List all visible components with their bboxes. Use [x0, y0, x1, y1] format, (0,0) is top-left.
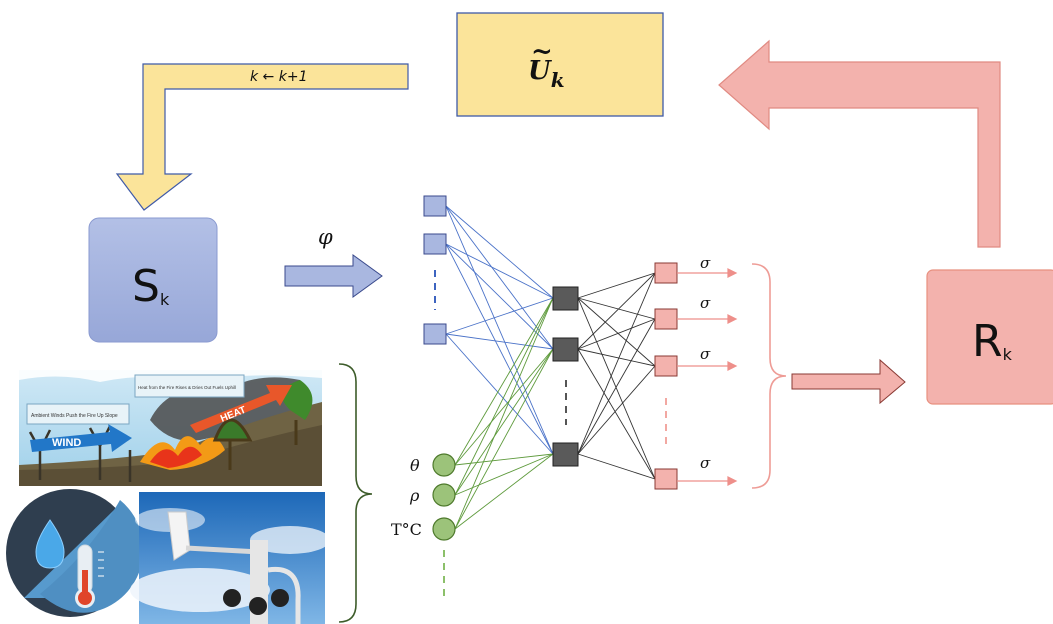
input-hidden-edge: [445, 205, 554, 350]
input-hidden-edge: [445, 243, 554, 455]
reward-label-main: R: [972, 316, 1003, 367]
sensor-hidden-edge: [454, 453, 554, 466]
input-neuron: [423, 323, 447, 345]
loop-label: k ← k+1: [250, 69, 307, 85]
state-box: [88, 217, 218, 343]
input-theta-node: [432, 453, 456, 477]
sensor-hidden-edge: [454, 297, 554, 530]
callout-left: Ambient Winds Push the Fire Up Slope: [31, 413, 118, 419]
input-hidden-edge: [445, 333, 554, 455]
sigma-label: σ: [700, 454, 711, 472]
sigma-arrows: [677, 268, 738, 486]
state-label-main: S: [132, 261, 160, 312]
hidden-output-edge: [577, 453, 656, 480]
fire-slope-image: [19, 370, 322, 486]
output-neuron: [654, 355, 678, 377]
reward-box: [926, 269, 1053, 405]
input-neuron: [423, 233, 447, 255]
sensor-hidden-edge: [454, 297, 554, 466]
input-temp-node: [432, 517, 456, 541]
output-arrow: [791, 358, 906, 405]
output-neuron: [654, 262, 678, 284]
input-hidden-edge: [445, 297, 554, 335]
hidden-output-edge: [577, 318, 656, 350]
weather-station-image: [130, 492, 330, 624]
hidden-output-edge: [577, 297, 656, 320]
network-connections: [445, 205, 656, 530]
temp-label: T°C: [391, 520, 422, 539]
hidden-output-edge: [577, 348, 656, 480]
sigma-label: σ: [700, 345, 711, 363]
update-label: Uk: [528, 56, 565, 92]
sensor-hidden-edge: [454, 348, 554, 496]
update-accent: ~: [531, 37, 553, 67]
wind-text: WIND: [52, 437, 81, 449]
hidden-neuron: [552, 337, 579, 362]
sensor-hidden-edge: [454, 453, 554, 530]
sensor-hidden-edge: [454, 297, 554, 496]
input-hidden-edge: [445, 243, 554, 350]
hidden-output-edge: [577, 318, 656, 455]
reward-label: Rk: [972, 316, 1013, 367]
sensor-brace: [338, 363, 373, 623]
humidity-temperature-icon: [6, 489, 144, 617]
input-hidden-edge: [445, 205, 554, 299]
phi-label: φ: [318, 225, 333, 249]
output-neuron: [654, 308, 678, 330]
update-label-sub: k: [551, 68, 565, 92]
sigma-label: σ: [700, 254, 711, 272]
state-label: Sk: [132, 261, 170, 312]
hidden-output-edge: [577, 297, 656, 480]
update-label-main: U: [528, 56, 552, 86]
state-label-sub: k: [160, 290, 170, 309]
heat-arrow: [190, 385, 292, 433]
input-hidden-edge: [445, 205, 554, 455]
reward-return-arrow: [718, 39, 1001, 248]
hidden-output-edge: [577, 365, 656, 455]
rho-label: ρ: [409, 486, 420, 505]
phi-arrow: [284, 254, 383, 298]
input-hidden-edge: [445, 333, 554, 350]
theta-label: θ: [410, 456, 420, 475]
sensor-hidden-edge: [454, 453, 554, 496]
water-drop-icon: [35, 519, 65, 569]
hidden-neuron: [552, 286, 579, 311]
input-rho-node: [432, 483, 456, 507]
update-box: [456, 12, 664, 117]
hidden-output-edge: [577, 272, 656, 350]
hidden-output-edge: [577, 297, 656, 367]
update-arrow: [115, 63, 409, 211]
input-hidden-edge: [445, 243, 554, 299]
input-neuron: [423, 195, 447, 217]
output-neuron: [654, 468, 678, 490]
output-brace: [751, 263, 787, 489]
hidden-output-edge: [577, 272, 656, 455]
sensor-hidden-edge: [454, 348, 554, 530]
sensor-hidden-edge: [454, 348, 554, 466]
sigma-label: σ: [700, 294, 711, 312]
callout-right: Heat from the Fire Rises & Dries Out Fue…: [138, 385, 236, 390]
hidden-output-edge: [577, 272, 656, 299]
reward-label-sub: k: [1003, 345, 1013, 364]
wind-arrow: [30, 424, 132, 452]
hidden-neuron: [552, 442, 579, 467]
hidden-output-edge: [577, 348, 656, 367]
